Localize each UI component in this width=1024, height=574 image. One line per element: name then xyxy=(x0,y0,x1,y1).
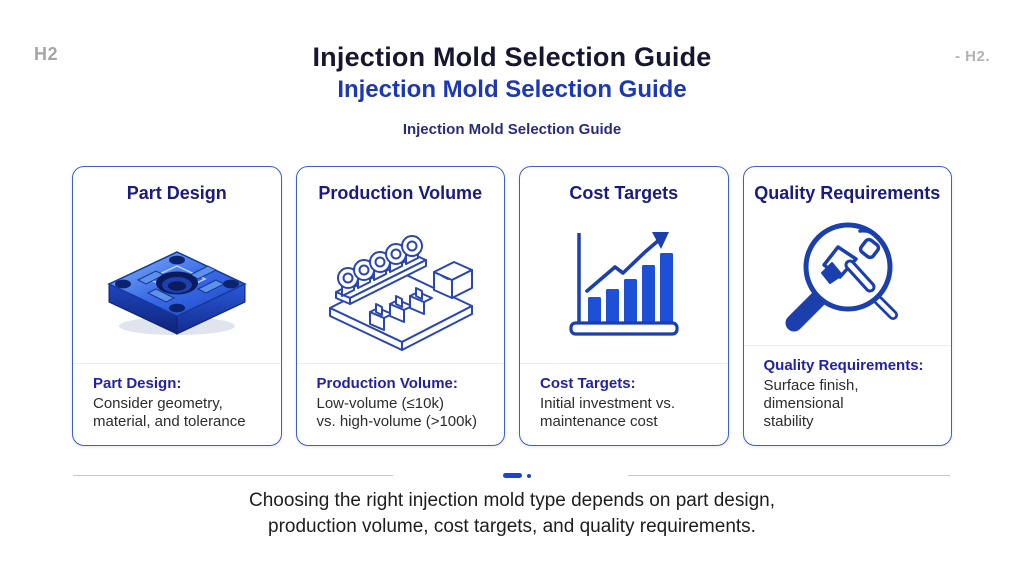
card-desc-line: Low-volume (≤10k) xyxy=(316,395,444,412)
footer-caption: Choosing the right injection mold type d… xyxy=(0,488,1024,540)
slide-label-right: - H2. xyxy=(954,48,990,65)
page-title-tertiary: Injection Mold Selection Guide xyxy=(402,121,622,138)
card-label: Part Design: xyxy=(93,375,182,392)
card-cost-targets: Cost Targets xyxy=(519,166,729,446)
footer-caption-line2: production volume, cost targets, and qua… xyxy=(268,516,756,537)
card-title: Cost Targets xyxy=(569,183,679,203)
page-title-primary: Injection Mold Selection Guide xyxy=(312,42,712,72)
card-desc-line: vs. high-volume (>100k) xyxy=(316,413,478,430)
card-desc-line: maintenance cost xyxy=(540,413,658,430)
card-label: Quality Requirements: xyxy=(763,357,924,374)
mold-plate-3d-icon xyxy=(106,250,247,335)
card-desc-line: Consider geometry, xyxy=(93,395,223,412)
card-part-design: Part Design xyxy=(72,166,282,446)
card-label: Cost Targets: xyxy=(540,375,636,392)
footer-divider-dash xyxy=(503,473,522,478)
card-production-volume: Production Volume xyxy=(295,166,505,446)
slide-label-left: H2 xyxy=(34,44,59,64)
card-divider xyxy=(296,363,504,364)
card-title: Part Design xyxy=(126,183,227,203)
card-desc-line: material, and tolerance xyxy=(93,413,246,430)
card-row: Part Design xyxy=(72,166,952,446)
bar-chart-growth-icon xyxy=(569,231,679,336)
card-quality-requirements: Quality Requirements xyxy=(742,166,952,446)
card-divider xyxy=(743,345,951,346)
page-title-secondary: Injection Mold Selection Guide xyxy=(337,76,687,103)
footer-divider-right xyxy=(628,475,950,476)
card-label: Production Volume: xyxy=(316,375,458,392)
production-line-icon xyxy=(329,234,474,351)
magnifier-inspection-icon xyxy=(785,222,899,331)
card-divider xyxy=(73,363,281,364)
footer-caption-line1: Choosing the right injection mold type d… xyxy=(248,490,775,511)
card-desc-line: Initial investment vs. xyxy=(540,395,676,412)
card-title: Production Volume xyxy=(318,183,483,203)
card-desc-line: stability xyxy=(763,413,814,430)
footer-divider-dot xyxy=(527,474,531,478)
card-title: Quality Requirements xyxy=(754,183,941,203)
footer-divider-left xyxy=(73,475,393,476)
card-desc-line: Surface finish, dimensional xyxy=(763,377,859,412)
card-divider xyxy=(520,363,728,364)
